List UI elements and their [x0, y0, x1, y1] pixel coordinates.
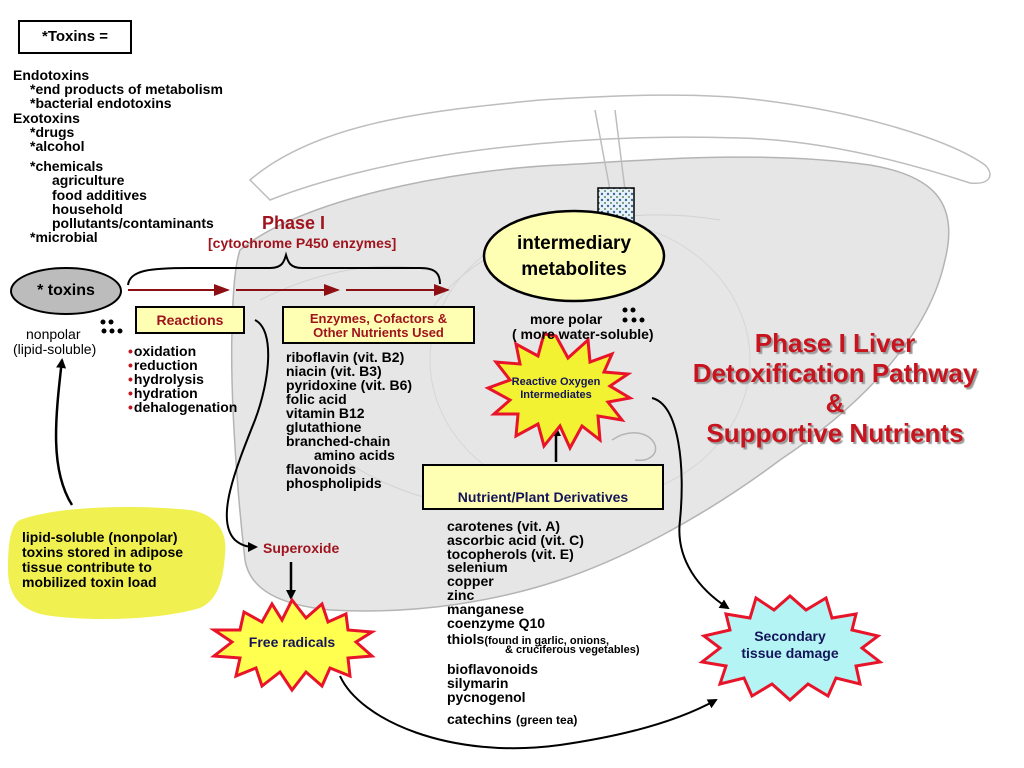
thiols-label: thiols: [447, 631, 485, 647]
toxins-key-item: pollutants/contaminants: [52, 215, 214, 232]
phase1-subtitle: [cytochrome P450 enzymes]: [208, 235, 397, 251]
reaction-item: reduction: [128, 358, 237, 372]
reaction-item: hydrolysis: [128, 372, 237, 386]
toxins-key-item: *alcohol: [30, 138, 85, 155]
enzymes-label-2: Other Nutrients Used: [313, 325, 444, 340]
ros-label: Reactive Oxygen Intermediates: [500, 376, 612, 402]
superoxide-label: Superoxide: [263, 540, 340, 556]
adipose-line-2: toxins stored in adipose: [22, 544, 184, 560]
enzyme-item: branched-chain: [286, 433, 391, 449]
catechins-row: catechins (green tea): [447, 711, 577, 729]
enzyme-item: phospholipids: [286, 475, 382, 491]
electron-symbol-2: [622, 307, 645, 323]
nutrient-plant-label: Nutrient/Plant Derivatives: [457, 489, 629, 505]
main-title: Phase I Liver Detoxification Pathway & S…: [660, 328, 1010, 448]
nutrient-plant-box: Nutrient/Plant Derivatives: [422, 464, 664, 510]
nutrient-item: tocopherols (vit. E): [447, 545, 574, 562]
secondary-burst-shape: [698, 594, 884, 703]
ros-label-1: Reactive Oxygen: [511, 376, 601, 388]
enzymes-list: riboflavin (vit. B2)niacin (vit. B3)pyri…: [286, 350, 412, 490]
thiols-note-2: & cruciferous vegetables): [505, 644, 640, 656]
nonpolar-label: nonpolar: [26, 326, 81, 342]
main-title-3: &: [825, 388, 845, 418]
main-title-1: Phase I Liver: [754, 328, 916, 358]
reaction-item: dehalogenation: [128, 400, 237, 414]
toxins-key-item: *end products of metabolism: [30, 81, 223, 98]
enzymes-label-1: Enzymes, Cofactors &: [309, 311, 448, 326]
enzyme-item: flavonoids: [286, 461, 357, 477]
thiols-row: thiols(found in garlic, onions,: [447, 631, 609, 649]
toxins-key-item: Exotoxins: [13, 109, 80, 126]
electron-symbol-1: [100, 319, 123, 334]
enzyme-item: niacin (vit. B3): [286, 363, 382, 379]
reactions-list: oxidationreductionhydrolysishydrationdeh…: [128, 344, 237, 414]
secondary-label-1: Secondary: [754, 628, 826, 644]
adipose-line-4: mobilized toxin load: [22, 574, 157, 590]
adipose-line-1: lipid-soluble (nonpolar): [22, 529, 178, 545]
nutrient-item: selenium: [447, 559, 508, 576]
nutrient-item: coenzyme Q10: [447, 614, 546, 631]
enzyme-item: vitamin B12: [286, 405, 365, 421]
intermediary-label-1: intermediary: [516, 233, 632, 254]
toxins-key-heading: *Toxins =: [42, 28, 108, 45]
nutrient-item: copper: [447, 573, 494, 590]
thiols-note-1: (found in garlic, onions,: [484, 635, 610, 647]
ros-label-2: Intermediates: [520, 389, 592, 401]
secondary-label-2: tissue damage: [741, 645, 839, 661]
catechins-label: catechins: [447, 711, 512, 727]
reactions-box: Reactions: [135, 306, 245, 334]
adipose-text: lipid-soluble (nonpolar) toxins stored i…: [22, 530, 183, 590]
reaction-item: oxidation: [128, 344, 237, 358]
toxins-key-item: *chemicals: [30, 158, 104, 175]
enzyme-item: glutathione: [286, 419, 362, 435]
adipose-line-3: tissue contribute to: [22, 559, 152, 575]
toxins-key-item: agriculture: [52, 172, 125, 189]
secondary-label: Secondary tissue damage: [722, 628, 858, 662]
main-title-4: Supportive Nutrients: [706, 418, 964, 448]
nutrient-item: carotenes (vit. A): [447, 518, 561, 534]
toxins-key-item: Endotoxins: [13, 67, 90, 83]
enzymes-box: Enzymes, Cofactors & Other Nutrients Use…: [282, 306, 475, 344]
water-soluble-label: ( more water-soluble): [512, 326, 654, 342]
nutrient-list: carotenes (vit. A)ascorbic acid (vit. C)…: [447, 518, 584, 631]
toxins-key-item: *drugs: [30, 123, 75, 140]
nutrient-item: ascorbic acid (vit. C): [447, 531, 584, 548]
toxins-key-item: *microbial: [30, 229, 98, 246]
free-radicals-burst-shape: [209, 597, 377, 693]
toxins-key-box: *Toxins =: [18, 20, 132, 54]
nutrient-item: bioflavonoids: [447, 661, 538, 677]
nutrient-item: pycnogenol: [447, 689, 526, 705]
nutrient-item: manganese: [447, 600, 525, 617]
enzyme-item: riboflavin (vit. B2): [286, 349, 405, 365]
intermediary-ellipse: [482, 209, 666, 303]
intermediary-label-2: metabolites: [521, 259, 627, 280]
main-title-2: Detoxification Pathway: [692, 358, 978, 388]
free-radicals-label: Free radicals: [248, 634, 336, 650]
enzyme-item: amino acids: [314, 447, 395, 463]
reaction-item: hydration: [128, 386, 237, 400]
lipid-soluble-label: (lipid-soluble): [13, 341, 97, 357]
reactions-label: Reactions: [156, 312, 224, 328]
enzyme-item: pyridoxine (vit. B6): [286, 377, 413, 393]
adipose-blob: [8, 507, 226, 620]
more-polar-label: more polar: [530, 311, 603, 327]
toxins-key-list: Endotoxins*end products of metabolism*ba…: [13, 67, 223, 246]
nutrient-item: zinc: [447, 586, 475, 603]
enzyme-item: folic acid: [286, 391, 347, 407]
toxins-key-item: food additives: [52, 186, 147, 203]
catechins-note: (green tea): [516, 713, 578, 727]
ros-burst-shape: [484, 332, 635, 452]
phase-bracket: [127, 251, 441, 286]
phase1-title: Phase I: [262, 213, 326, 233]
toxins-key-item: *bacterial endotoxins: [30, 95, 172, 112]
nutrient-item: silymarin: [447, 675, 509, 691]
toxins-node-shape: [10, 267, 122, 315]
toxins-key-item: household: [52, 200, 123, 217]
toxins-node: * toxins: [37, 282, 95, 299]
